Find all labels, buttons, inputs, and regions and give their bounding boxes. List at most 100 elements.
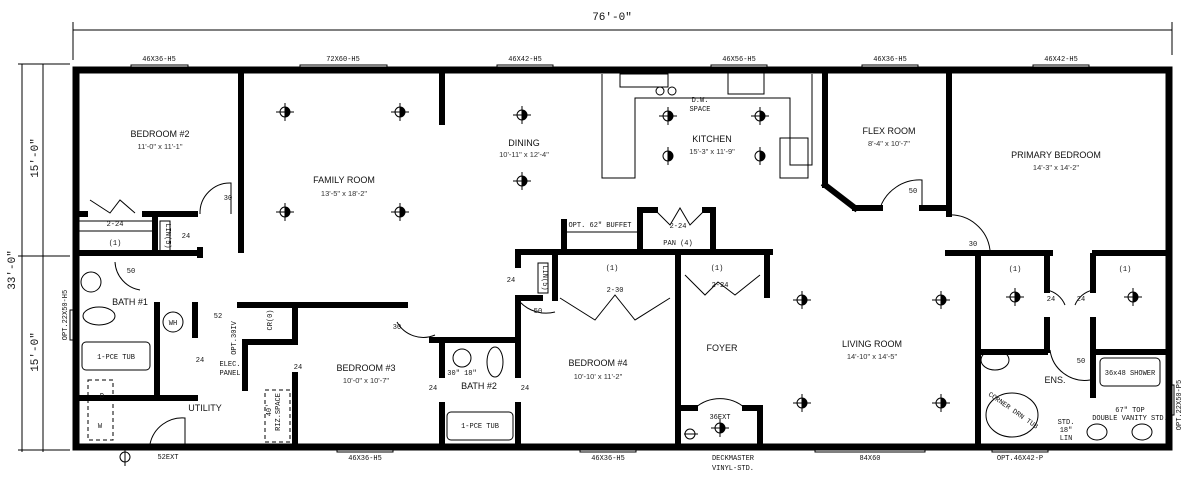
light-fixture-icon <box>513 172 531 190</box>
plumbing-fixtures <box>80 271 1161 443</box>
dw-space-label: D.W. <box>692 97 709 105</box>
kitchen-cabinets <box>78 72 813 294</box>
shelf-label: (1) <box>1009 266 1022 274</box>
room-name-bedroom4: BEDROOM #4 <box>568 358 627 368</box>
closet-door-label: 2-24 <box>712 282 729 290</box>
room-size-kitchen: 15'-3" x 11'-9" <box>689 147 735 156</box>
room-size-bedroom4: 10'-10' x 11'-2" <box>574 372 623 381</box>
light-fixture-icon <box>662 147 674 165</box>
window-label: 72X60-H5 <box>326 56 360 64</box>
shower <box>1099 357 1161 387</box>
lavatory-bath1 <box>80 271 102 293</box>
deckmaster-label: VINYL-STD. <box>712 465 754 473</box>
hose-bib-icon <box>684 428 698 440</box>
room-name-ens: ENS. <box>1044 375 1065 385</box>
light-fixture-icon <box>711 419 729 437</box>
light-fixture-icon <box>1124 288 1142 306</box>
window-label: 46X36-H5 <box>873 56 907 64</box>
door-swings <box>89 179 1094 445</box>
ceiling-light-fixtures <box>276 103 1142 437</box>
room-name-bedroom2: BEDROOM #2 <box>130 129 189 139</box>
corner-tub-label: CORNER DRN TUB <box>986 391 1039 431</box>
light-fixture-icon <box>793 291 811 309</box>
room-size-living: 14'-10" x 14'-5" <box>847 352 898 361</box>
room-size-flex: 8'-4" x 10'-7" <box>868 139 910 148</box>
window-label: 46X42-H5 <box>508 56 542 64</box>
window-label: 46X36-H5 <box>348 455 382 463</box>
light-fixture-icon <box>276 103 294 121</box>
corner-tub <box>985 392 1039 438</box>
tub-bath2 <box>446 411 514 441</box>
room-name-flex: FLEX ROOM <box>862 126 915 136</box>
door-size-label: 50 <box>1077 358 1085 366</box>
light-fixture-icon <box>793 394 811 412</box>
vanity-sink-left <box>1086 423 1108 441</box>
window-label: 46X42-H5 <box>1044 56 1078 64</box>
water-heater <box>162 311 184 333</box>
room-size-primary: 14'-3" x 14'-2" <box>1033 163 1079 172</box>
walls <box>72 66 1173 451</box>
shower-label: 36x48 SHOWER <box>1105 370 1156 378</box>
entry-door-label: 36EXT <box>709 414 730 422</box>
door-size-label: 24 <box>507 277 515 285</box>
door-size-label: 30 <box>393 324 401 332</box>
linen-label: STD. <box>1058 419 1075 427</box>
window-label: OPT.22X50-P5 <box>1176 380 1184 430</box>
window-label: 46X36-H5 <box>591 455 625 463</box>
water-heater-label: WH <box>169 320 177 328</box>
room-name-bath1: BATH #1 <box>112 297 148 307</box>
dimension-lines <box>18 22 1173 452</box>
shelf-label: (1) <box>109 240 122 248</box>
lavatory-bath2 <box>452 348 472 368</box>
elec-panel-label: ELEC. <box>219 361 240 369</box>
dw-space-label: SPACE <box>689 106 710 114</box>
toilet-bath2 <box>486 346 504 378</box>
door-size-label: 50 <box>127 268 135 276</box>
buffet-label: OPT. 62" BUFFET <box>568 222 631 230</box>
door-size-label: 24 <box>196 357 204 365</box>
window-label: 46X56-H5 <box>722 56 756 64</box>
room-size-dining: 10'-11" x 12'-4" <box>499 150 549 159</box>
window-marks <box>69 64 1175 453</box>
riz-space-label: RIZ.SPACE <box>275 393 283 431</box>
door-size-label: 24 <box>182 233 190 241</box>
door-size-label: 24 <box>1077 296 1085 304</box>
washer-label: W <box>98 423 103 431</box>
vanity-label: DOUBLE VANITY STD. <box>1092 415 1168 423</box>
linen-label: LIN(5) <box>540 265 548 290</box>
door-label: 52EXT <box>157 454 178 462</box>
light-fixture-icon <box>391 103 409 121</box>
window-label: 46X36-H5 <box>142 56 176 64</box>
overall-width-label: 76'-0" <box>592 12 632 24</box>
door-size-label: 50 <box>534 308 542 316</box>
room-size-bedroom2: 11'-0" x 11'-1" <box>137 142 182 151</box>
room-name-primary: PRIMARY BEDROOM <box>1011 150 1101 160</box>
door-size-label: 52 <box>214 313 222 321</box>
toilet-bath1 <box>82 306 116 326</box>
light-fixture-icon <box>932 291 950 309</box>
room-name-bath2: BATH #2 <box>461 381 497 391</box>
window-label: OPT.22X50-H5 <box>62 290 70 340</box>
linen-label: 18" <box>1060 427 1073 435</box>
room-name-utility: UTILITY <box>188 403 222 413</box>
room-size-family: 13'-5" x 18'-2" <box>321 189 367 198</box>
light-fixture-icon <box>1006 288 1024 306</box>
door-size-label: 50 <box>909 188 917 196</box>
vanity-sink-right <box>1131 423 1153 441</box>
room-name-family: FAMILY ROOM <box>313 175 375 185</box>
room-name-kitchen: KITCHEN <box>692 134 732 144</box>
door-size-label: 24 <box>429 385 437 393</box>
door-size-label: 24 <box>521 385 529 393</box>
closet-door-label: 2-24 <box>670 223 687 231</box>
closet-door-label: 2-24 <box>107 221 124 229</box>
window-label: OPT.46X42-P <box>997 455 1043 463</box>
room-name-bedroom3: BEDROOM #3 <box>336 363 395 373</box>
room-name-living: LIVING ROOM <box>842 339 902 349</box>
shelf-label: (1) <box>711 265 724 273</box>
door-size-label: 24 <box>294 364 302 372</box>
light-fixture-icon <box>391 203 409 221</box>
hose-bib-icon <box>119 449 131 466</box>
light-fixture-icon <box>513 106 531 124</box>
tub-label: 1-PCE TUB <box>97 354 135 362</box>
